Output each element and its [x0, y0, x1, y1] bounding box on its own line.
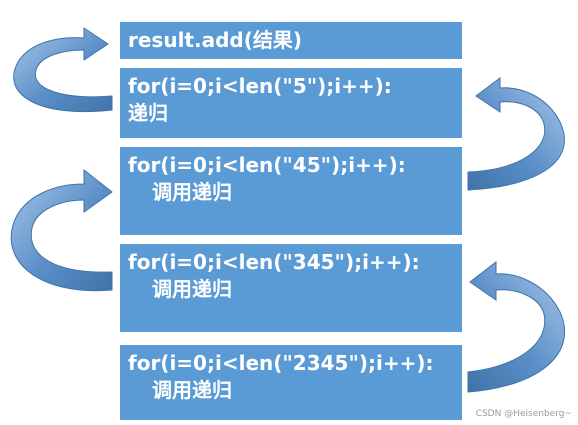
block-sub-text: 调用递归: [152, 277, 232, 301]
block-code-line: for(i=0;i<len("45");i++):: [128, 153, 406, 177]
curved-arrow-middle-left: [10, 168, 113, 292]
block-sub-text: 调用递归: [152, 378, 232, 402]
block-loop-45: for(i=0;i<len("45");i++): 调用递归: [120, 147, 462, 235]
block-code-line: for(i=0;i<len("345");i++):: [128, 250, 420, 274]
block-sub-text: 递归: [128, 101, 168, 125]
block-loop-5: for(i=0;i<len("5");i++): 递归: [120, 68, 462, 138]
block-loop-2345: for(i=0;i<len("2345");i++): 调用递归: [120, 345, 462, 420]
block-sub-text: 调用递归: [152, 180, 232, 204]
curved-arrow-bottom-right: [467, 260, 566, 393]
block-code-line: for(i=0;i<len("5");i++):: [128, 74, 392, 98]
block-result-add: result.add(结果): [120, 22, 462, 59]
watermark: CSDN @Heisenberg~: [475, 409, 572, 419]
block-code-line: result.add(结果): [128, 28, 302, 52]
curved-arrow-top-left: [13, 27, 113, 113]
curved-arrow-top-right: [467, 77, 565, 191]
block-code-line: for(i=0;i<len("2345");i++):: [128, 351, 434, 375]
block-loop-345: for(i=0;i<len("345");i++): 调用递归: [120, 244, 462, 332]
